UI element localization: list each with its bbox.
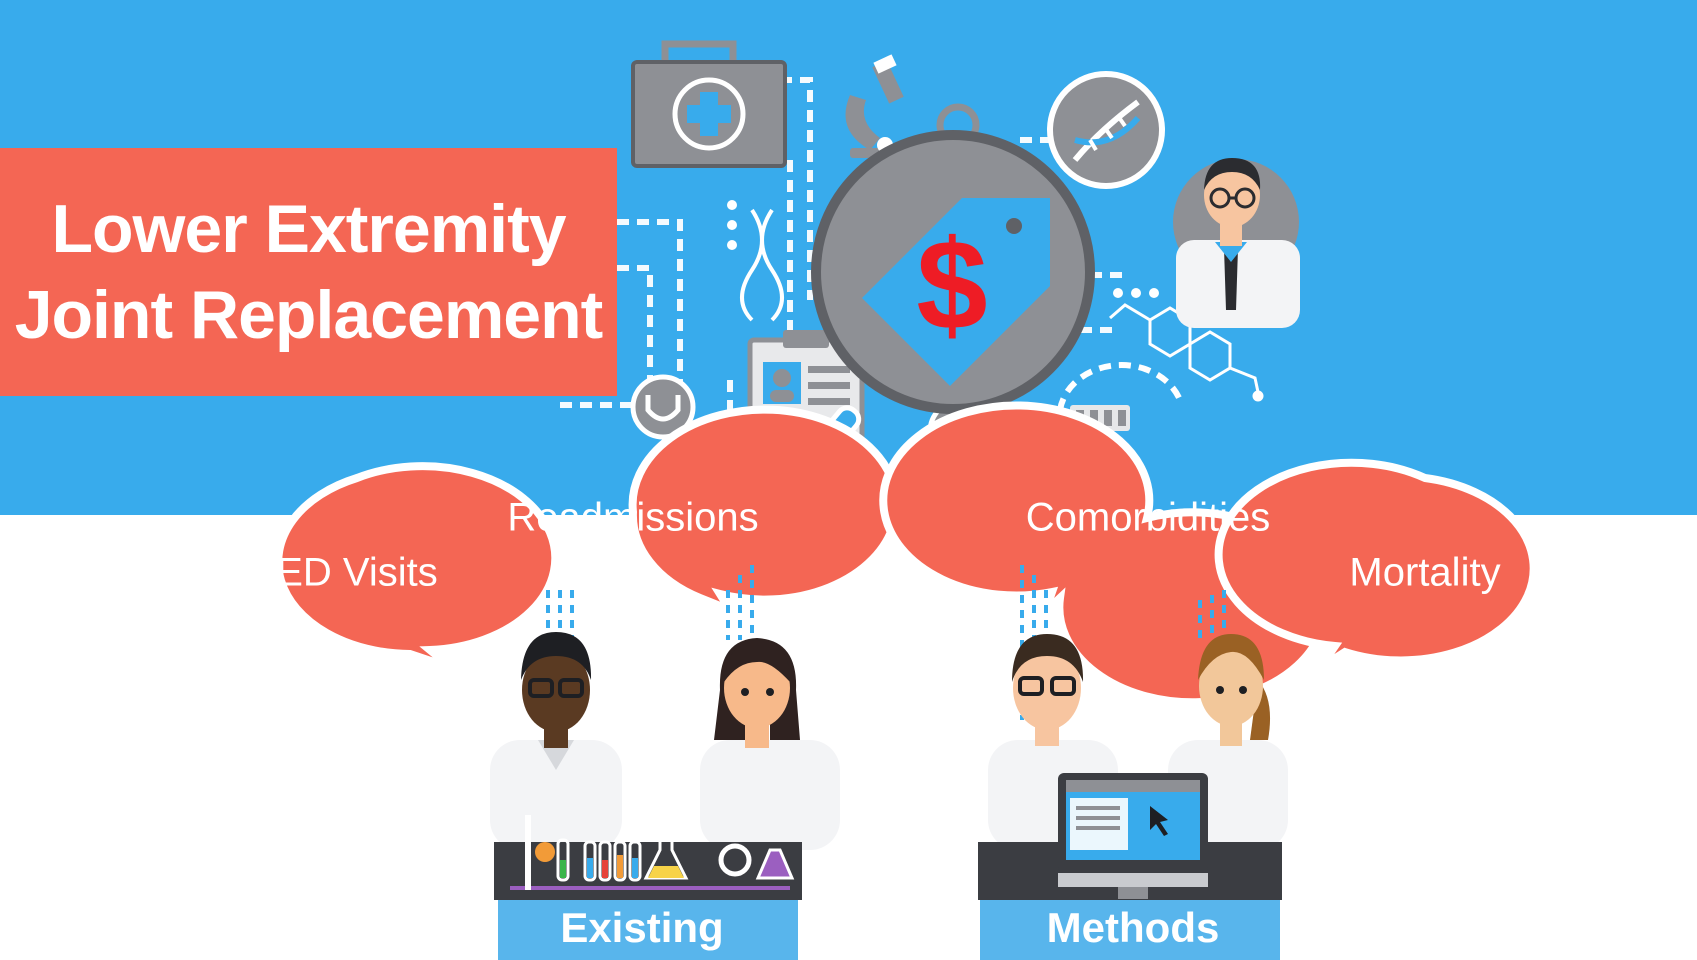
small-dna-icon: [740, 208, 784, 322]
bubble-label-readmissions: Readmissions: [507, 495, 759, 540]
price-tag-magnifier-icon: [811, 130, 1095, 414]
medical-kit-icon: [631, 40, 787, 168]
watermark-line-2: PASCAL: [1510, 891, 1688, 940]
doctor-avatar-icon: [1173, 158, 1300, 328]
watermark-logo: FORREST PASCAL: [1510, 856, 1688, 940]
bubble-label-mortality: Mortality: [1349, 550, 1501, 595]
dna-icon: [1047, 71, 1165, 189]
dollar-symbol: $: [916, 214, 988, 357]
laptop-icon: [1058, 773, 1208, 899]
bubble-label-ed-visits: ED Visits: [276, 550, 438, 595]
bubble-mortality: [1214, 458, 1538, 672]
lab-glassware-icon: [525, 815, 795, 890]
desk-label-methods: Methods: [1046, 904, 1220, 951]
stethoscope-icon: [630, 374, 696, 440]
title-line-1: Lower Extremity: [51, 191, 566, 267]
dots-decoration: [727, 200, 1159, 298]
bubble-ed-visits: [274, 462, 560, 672]
title-banner: Lower Extremity Joint Replacement: [0, 148, 617, 396]
bubble-label-comorbidities: Comorbidities: [1025, 495, 1271, 540]
scientist-left-2: [700, 638, 840, 850]
speech-bubbles: [274, 401, 1538, 707]
desk-label-existing: Existing: [560, 904, 724, 951]
title-line-2: Joint Replacement: [14, 277, 604, 353]
molecule-icon: [1109, 303, 1264, 402]
watermark-line-1: FORREST: [1510, 856, 1687, 894]
dashed-arc: [1057, 362, 1183, 411]
scientist-left-1: [490, 632, 622, 850]
